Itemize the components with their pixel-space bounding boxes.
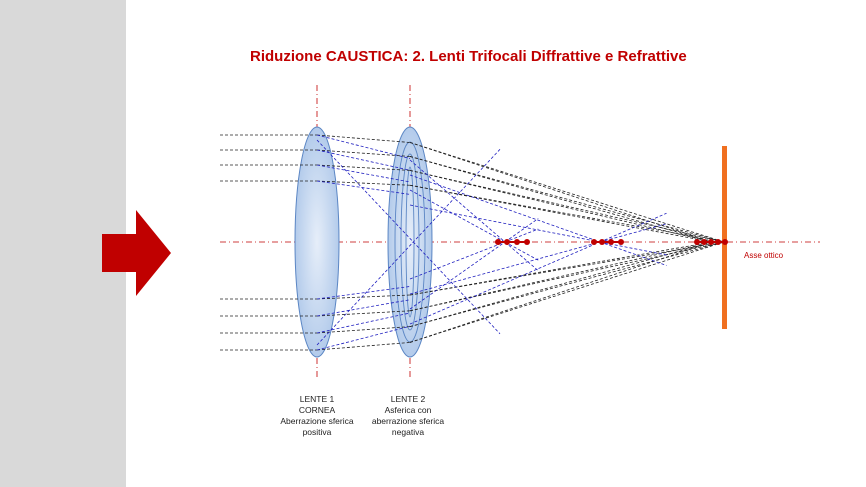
lens1-caption-line2: CORNEA — [298, 405, 336, 415]
blue-ray-to-focus — [409, 189, 506, 243]
lens2-caption-line2: Asferica con — [384, 405, 432, 415]
ray-to-far-focus — [409, 241, 713, 343]
blue-ray-beyond-focus — [599, 212, 667, 243]
ray-to-far-focus — [409, 241, 725, 312]
lens2-caption-line4: negativa — [391, 427, 425, 437]
ray-to-far-focus — [409, 241, 725, 328]
ray-lens1-to-lens2 — [316, 310, 411, 317]
ray-lens1-to-lens2 — [316, 294, 411, 300]
ray-to-far-focus — [409, 156, 725, 243]
ray-to-far-focus — [409, 170, 725, 243]
blue-ray-to-focus — [409, 204, 601, 243]
ray-lens1-to-lens2 — [316, 164, 411, 171]
blue-ray-beyond-focus — [599, 241, 667, 266]
lens1-shape — [294, 126, 340, 358]
focus-dot — [608, 239, 614, 245]
focus-dot — [514, 239, 520, 245]
blue-ray-to-focus — [409, 241, 506, 280]
lens1-caption-line4: positiva — [302, 427, 332, 437]
focus-dot — [708, 239, 714, 245]
focus-dot — [599, 239, 605, 245]
blue-ray-to-focus — [409, 159, 506, 243]
blue-ray-beyond-focus — [504, 218, 539, 243]
lens2-caption-line3: aberrazione sferica — [371, 416, 445, 426]
blue-ray-lens1-to-lens2 — [316, 286, 411, 300]
ray-to-far-focus — [409, 142, 725, 243]
focus-dot — [618, 239, 624, 245]
ray-to-far-focus — [409, 241, 725, 343]
ray-to-far-focus — [409, 156, 713, 243]
ray-to-far-focus — [409, 184, 725, 243]
slide-title: Riduzione CAUSTICA: 2. Lenti Trifocali D… — [250, 48, 687, 65]
blue-ray-to-focus — [409, 241, 601, 325]
blue-ray-to-focus — [409, 241, 506, 310]
ray-lens1-to-lens2 — [316, 134, 411, 143]
retina-screen-bar — [722, 146, 727, 329]
blue-ray-lens1-to-lens2 — [316, 312, 411, 334]
blue-ray-lens1-to-lens2 — [316, 299, 411, 317]
blue-ray-beyond-focus — [504, 241, 539, 272]
focus-dot — [524, 239, 530, 245]
ray-to-far-focus — [409, 241, 725, 296]
blue-ray-lens1-to-lens2 — [316, 134, 411, 159]
light-rays — [220, 134, 725, 351]
blue-ray-lens1-to-lens2 — [316, 164, 411, 183]
blue-ray-beyond-focus — [599, 223, 667, 243]
ray-to-far-focus — [409, 170, 713, 243]
lens2-caption: LENTE 2 Asferica con aberrazione sferica… — [353, 394, 463, 438]
focus-dot — [504, 239, 510, 245]
ray-lens1-to-lens2 — [316, 342, 411, 351]
blue-ray-lens1-to-lens2 — [316, 149, 411, 171]
focus-dot — [591, 239, 597, 245]
ray-lens1-to-lens2 — [316, 180, 411, 186]
blue-ray-to-focus — [409, 174, 601, 243]
lens1-caption-line3: Aberrazione sferica — [280, 416, 354, 426]
blue-ray-to-focus — [409, 241, 601, 295]
ray-to-far-focus — [409, 241, 713, 312]
focus-dot — [701, 239, 707, 245]
blue-crossing-ray — [316, 139, 501, 335]
blue-ray-lens1-to-lens2 — [316, 325, 411, 351]
blue-ray-beyond-focus — [504, 228, 539, 243]
ray-lens1-to-lens2 — [316, 149, 411, 157]
lens2-caption-line1: LENTE 2 — [390, 394, 426, 404]
ray-lens1-to-lens2 — [316, 326, 411, 334]
focus-dot — [722, 239, 728, 245]
blue-ray-lens1-to-lens2 — [316, 180, 411, 195]
lens1-caption: LENTE 1 CORNEA Aberrazione sferica posit… — [262, 394, 372, 438]
right-arrow-icon — [102, 210, 171, 296]
focus-dot — [495, 239, 501, 245]
focus-dot — [715, 239, 721, 245]
lens1-caption-line1: LENTE 1 — [299, 394, 335, 404]
optical-axis-label: Asse ottico — [744, 251, 784, 260]
focus-points — [495, 239, 728, 245]
focus-dot — [694, 239, 700, 245]
ray-to-far-focus — [409, 241, 713, 328]
blue-ray-beyond-focus — [504, 241, 539, 261]
ray-to-far-focus — [409, 142, 713, 243]
